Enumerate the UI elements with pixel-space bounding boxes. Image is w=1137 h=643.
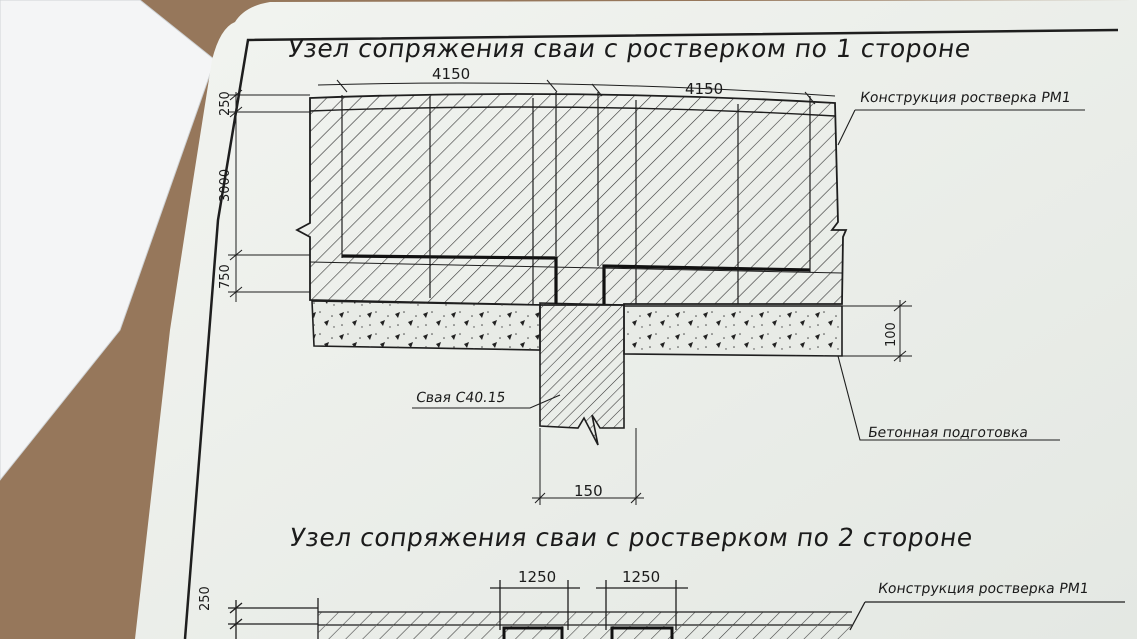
vertical-bars <box>341 92 811 304</box>
dim-pile-width: 150 <box>574 482 603 500</box>
dim-2-span-right: 1250 <box>622 568 661 586</box>
dim-top-layer: 250 <box>218 91 233 116</box>
label-concrete-prep: Бетонная подготовка <box>866 425 1030 441</box>
leader-lines-1 <box>412 109 1085 441</box>
dim-grillage-height: 3000 <box>218 168 233 202</box>
label-pile: Свая С40.15 <box>414 390 507 406</box>
label-grillage-2: Конструкция ростверка РМ1 <box>876 581 1090 597</box>
dim-bottom-layer: 750 <box>218 264 233 289</box>
drawing-frame <box>183 28 1119 640</box>
dim-2-span-left: 1250 <box>518 568 557 586</box>
label-grillage-1: Конструкция ростверка РМ1 <box>858 90 1072 106</box>
pile <box>539 302 625 446</box>
background-sheet <box>0 0 215 480</box>
dimension-lines-1 <box>228 79 912 505</box>
grillage-section <box>295 93 848 306</box>
title-detail-1: Узел сопряжения сваи с ростверком по 1 с… <box>285 34 973 63</box>
dim-right-span: 4150 <box>685 80 724 98</box>
dim-prep-thickness: 100 <box>884 322 899 347</box>
dim-2-top-layer: 250 <box>198 586 213 611</box>
dim-left-span: 4150 <box>432 65 471 83</box>
title-detail-2: Узел сопряжения сваи с ростверком по 2 с… <box>287 523 975 552</box>
